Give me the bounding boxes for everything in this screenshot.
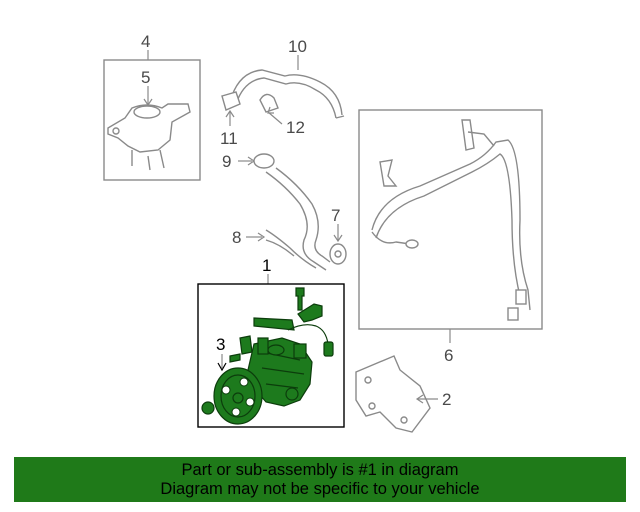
pump-assembly-group [197,274,345,428]
callout-8: 8 [232,228,241,247]
return-hose-10 [229,55,345,119]
banner-line-2: Diagram may not be specific to your vehi… [160,479,480,498]
callout-10: 10 [288,37,307,56]
callout-7: 7 [331,206,340,225]
callout-4: 4 [141,32,150,51]
callout-2: 2 [442,390,451,409]
callout-6: 6 [444,346,453,365]
callout-11: 11 [220,129,238,148]
callout-12: 12 [286,118,305,137]
callout-1: 1 [262,256,271,275]
reservoir-group [103,50,201,181]
clamp-9 [238,153,275,169]
banner-line-1: Part or sub-assembly is #1 in diagram [181,460,459,479]
parts-diagram: 4 5 10 11 12 9 7 8 1 3 6 2 [103,32,543,433]
fitting-7 [329,224,347,265]
reservoir-tank [107,103,191,153]
hose-8 [246,167,331,271]
callout-3: 3 [216,335,225,354]
clip-12 [259,93,283,125]
clamp-11 [221,91,241,126]
notice-banner: Part or sub-assembly is #1 in diagram Di… [14,457,626,502]
pressure-hose-group [358,109,543,343]
callout-9: 9 [222,152,231,171]
callout-5: 5 [141,68,150,87]
bracket-2 [355,355,438,433]
